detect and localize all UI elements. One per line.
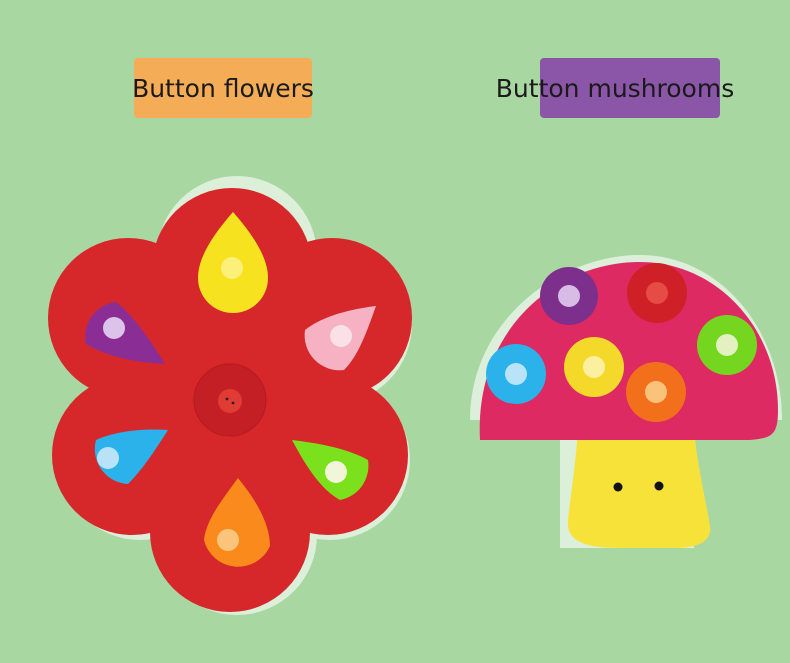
button-flowers-label: Button flowers bbox=[132, 58, 314, 118]
button[interactable] bbox=[221, 257, 243, 279]
button-mushrooms-label-text: Button mushrooms bbox=[495, 73, 735, 103]
button[interactable] bbox=[646, 282, 668, 304]
button-flowers-label-text: Button flowers bbox=[132, 73, 314, 103]
petal-blue bbox=[94, 429, 168, 484]
button[interactable] bbox=[97, 447, 119, 469]
dot-purple bbox=[540, 267, 598, 325]
petal-pink bbox=[304, 306, 376, 371]
dot-blue bbox=[486, 344, 546, 404]
petal-green bbox=[292, 440, 369, 500]
felt-flower bbox=[48, 176, 412, 615]
button[interactable] bbox=[217, 529, 239, 551]
button[interactable] bbox=[645, 381, 667, 403]
dot-green bbox=[697, 315, 757, 375]
button[interactable] bbox=[218, 389, 242, 413]
button[interactable] bbox=[716, 334, 738, 356]
button[interactable] bbox=[558, 285, 580, 307]
label-background bbox=[134, 58, 312, 118]
button[interactable] bbox=[505, 363, 527, 385]
felt-mushroom bbox=[470, 255, 782, 548]
petal-purple bbox=[85, 302, 165, 364]
button[interactable] bbox=[103, 317, 125, 339]
eye bbox=[654, 481, 664, 491]
button[interactable] bbox=[583, 356, 605, 378]
mushroom-dots bbox=[486, 263, 757, 422]
flower-center bbox=[193, 363, 267, 437]
button-mushrooms-label: Button mushrooms bbox=[496, 58, 734, 118]
petal-yellow bbox=[198, 212, 268, 313]
mushroom-stem bbox=[567, 430, 711, 548]
button[interactable] bbox=[325, 461, 347, 483]
dot-orange bbox=[626, 362, 686, 422]
label-background bbox=[540, 58, 720, 118]
dot-yellow bbox=[564, 337, 624, 397]
eye bbox=[613, 482, 623, 492]
button[interactable] bbox=[330, 325, 352, 347]
dot-red bbox=[627, 263, 687, 323]
petal-orange bbox=[204, 478, 270, 567]
